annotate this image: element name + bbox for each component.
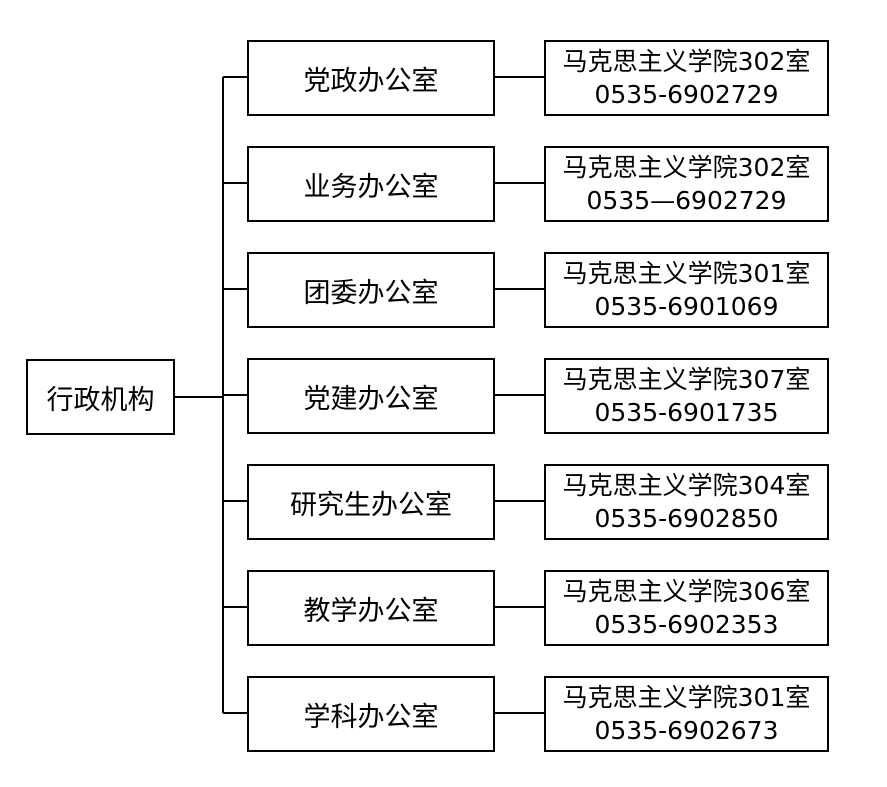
office-phone: 0535-6901069: [594, 292, 779, 321]
office-name: 团委办公室: [303, 277, 439, 309]
office-name: 党政办公室: [303, 65, 439, 97]
office-info-node: 马克思主义学院301室 0535-6901069: [544, 252, 829, 328]
office-info-node: 马克思主义学院302室 0535—6902729: [544, 146, 829, 222]
root-node-label: 行政机构: [46, 384, 155, 416]
office-info-node: 马克思主义学院302室 0535-6902729: [544, 40, 829, 116]
office-info-node: 马克思主义学院307室 0535-6901735: [544, 358, 829, 434]
office-room: 马克思主义学院302室: [562, 47, 811, 76]
office-node: 团委办公室: [247, 252, 495, 328]
office-room: 马克思主义学院304室: [562, 471, 811, 500]
office-phone: 0535-6902729: [594, 80, 779, 109]
office-room: 马克思主义学院302室: [562, 153, 811, 182]
office-node: 党政办公室: [247, 40, 495, 116]
office-room: 马克思主义学院301室: [562, 683, 811, 712]
office-room: 马克思主义学院307室: [562, 365, 811, 394]
office-name: 党建办公室: [303, 383, 439, 415]
office-info-node: 马克思主义学院301室 0535-6902673: [544, 676, 829, 752]
office-phone: 0535-6901735: [594, 398, 779, 427]
office-room: 马克思主义学院306室: [562, 577, 811, 606]
office-node: 党建办公室: [247, 358, 495, 434]
office-name: 业务办公室: [303, 171, 439, 203]
office-node: 教学办公室: [247, 570, 495, 646]
office-phone: 0535-6902673: [594, 716, 779, 745]
office-phone: 0535-6902850: [594, 504, 779, 533]
office-name: 学科办公室: [303, 701, 439, 733]
office-phone: 0535-6902353: [594, 610, 779, 639]
office-info-node: 马克思主义学院306室 0535-6902353: [544, 570, 829, 646]
office-room: 马克思主义学院301室: [562, 259, 811, 288]
office-phone: 0535—6902729: [586, 186, 787, 215]
office-name: 教学办公室: [303, 595, 439, 627]
office-node: 研究生办公室: [247, 464, 495, 540]
office-node: 学科办公室: [247, 676, 495, 752]
office-name: 研究生办公室: [290, 489, 452, 521]
office-node: 业务办公室: [247, 146, 495, 222]
root-node: 行政机构: [26, 359, 175, 435]
office-info-node: 马克思主义学院304室 0535-6902850: [544, 464, 829, 540]
